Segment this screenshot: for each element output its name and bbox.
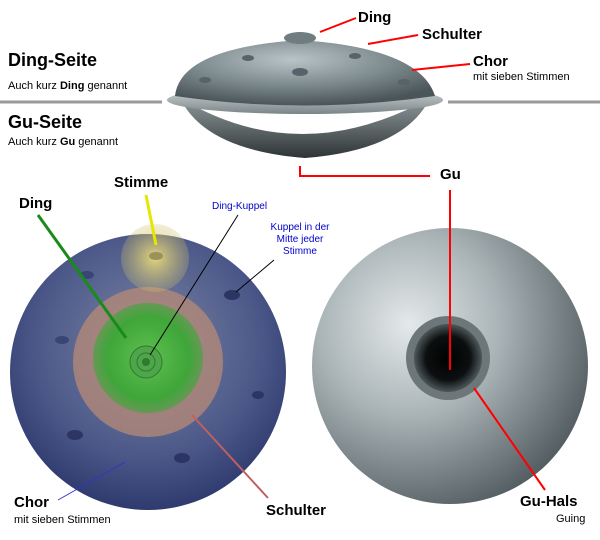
gu-top-line bbox=[299, 166, 430, 177]
ding-top-label: Ding bbox=[358, 9, 392, 26]
schulter-bottom-label: Schulter bbox=[266, 502, 327, 519]
schulter-bottom-line bbox=[191, 414, 269, 499]
ding-side-sub-bold: Ding bbox=[59, 80, 85, 92]
ding-side-subtitle: Auch kurz Ding genannt bbox=[8, 80, 127, 92]
gu-hals-line bbox=[473, 387, 546, 491]
chor-top-label: Chor bbox=[473, 53, 508, 70]
ding-side-sub-pre: Auch kurz bbox=[8, 80, 60, 92]
ding-kuppel-label: Ding-Kuppel bbox=[212, 201, 268, 212]
kuppel-line bbox=[235, 259, 275, 293]
kuppel-label: Kuppel in der Mitte jeder Stimme bbox=[270, 222, 330, 257]
gu-side-sub-pre: Auch kurz bbox=[8, 136, 60, 148]
ding-top-line bbox=[319, 17, 357, 33]
ding-kuppel-line bbox=[149, 214, 239, 356]
schulter-top-line bbox=[367, 34, 419, 45]
gu-side-sub-post: genannt bbox=[75, 136, 119, 148]
chor-bottom-line bbox=[57, 461, 126, 501]
chor-top-sub: mit sieben Stimmen bbox=[473, 71, 570, 83]
ding-bottom-line bbox=[36, 214, 128, 339]
stimme-label: Stimme bbox=[114, 174, 169, 191]
schulter-top-label: Schulter bbox=[422, 26, 483, 43]
gu-hals-label: Gu-Hals bbox=[520, 493, 578, 510]
chor-top-line bbox=[411, 63, 471, 71]
gu-top-label: Gu bbox=[440, 166, 461, 183]
chor-bottom-sub: mit sieben Stimmen bbox=[14, 514, 111, 526]
chor-bottom-label: Chor bbox=[14, 494, 49, 511]
gu-side-sub-bold: Gu bbox=[59, 136, 76, 148]
ding-side-title: Ding-Seite bbox=[8, 50, 98, 70]
ding-side-top-view bbox=[10, 224, 286, 510]
ding-bottom-label: Ding bbox=[19, 195, 53, 212]
gu-hals-sub: Guing bbox=[556, 513, 586, 525]
handpan-side-view bbox=[167, 32, 443, 158]
gu-side-subtitle: Auch kurz Gu genannt bbox=[8, 136, 118, 148]
stimme-line bbox=[144, 194, 158, 246]
ding-side-sub-post: genannt bbox=[84, 80, 128, 92]
gu-side-title: Gu-Seite bbox=[8, 112, 83, 132]
